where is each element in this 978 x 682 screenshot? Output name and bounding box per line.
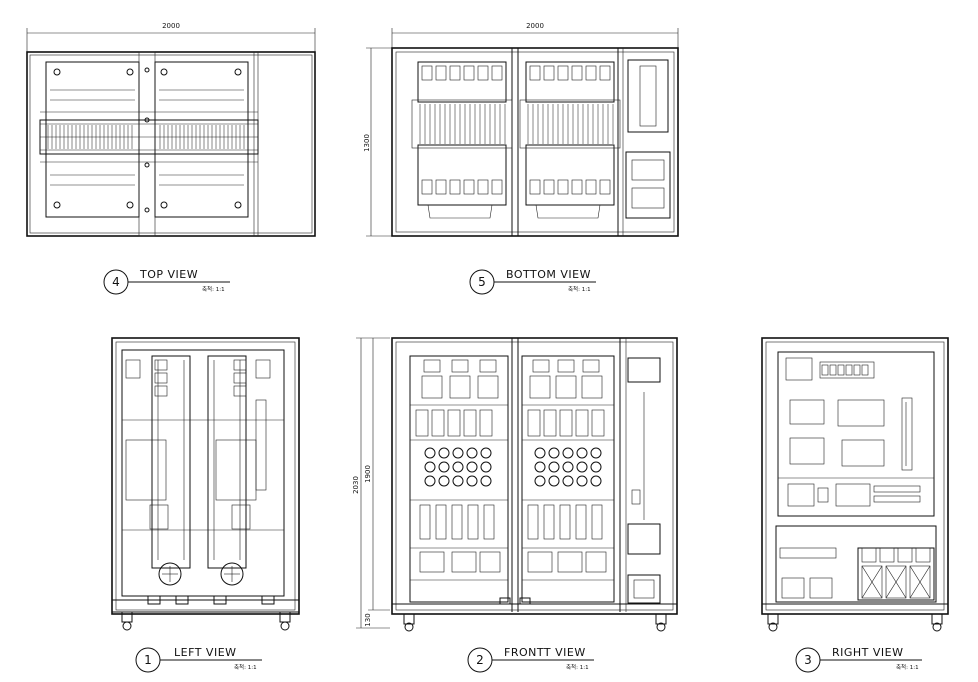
front-body-height-dimension: 1900 <box>364 465 372 483</box>
view-scale: 축척: 1:1 <box>568 285 591 293</box>
view-number: 3 <box>804 653 812 667</box>
label-right-view: 3 RIGHT VIEW 축척: 1:1 <box>795 646 922 673</box>
view-number: 5 <box>478 275 486 289</box>
right-view <box>761 337 949 632</box>
left-view <box>111 337 300 631</box>
front-total-height-dimension: 2030 <box>352 476 360 494</box>
bottom-depth-dimension: 1300 <box>363 134 371 152</box>
view-number: 2 <box>476 653 484 667</box>
view-title: TOP VIEW <box>139 268 198 281</box>
view-scale: 축척: 1:1 <box>566 663 589 671</box>
top-view: 2000 <box>26 22 316 237</box>
label-left-view: 1 LEFT VIEW 축척: 1:1 <box>135 646 262 673</box>
view-scale: 축척: 1:1 <box>202 285 225 293</box>
view-scale: 축척: 1:1 <box>234 663 257 671</box>
view-number: 1 <box>144 653 152 667</box>
front-view: 2030 1900 130 <box>352 337 678 632</box>
front-base-height-dimension: 130 <box>364 613 372 626</box>
view-title: LEFT VIEW <box>174 646 237 659</box>
label-bottom-view: 5 BOTTOM VIEW 축척: 1:1 <box>469 268 596 295</box>
bottom-view: 2000 1300 <box>363 22 679 237</box>
bottom-width-dimension: 2000 <box>526 22 544 30</box>
view-title: FRONTT VIEW <box>504 646 586 659</box>
view-number: 4 <box>112 275 120 289</box>
label-front-view: 2 FRONTT VIEW 축척: 1:1 <box>467 646 594 673</box>
label-top-view: 4 TOP VIEW 축척: 1:1 <box>103 268 230 295</box>
view-title: BOTTOM VIEW <box>506 268 591 281</box>
top-width-dimension: 2000 <box>162 22 180 30</box>
view-title: RIGHT VIEW <box>832 646 904 659</box>
view-scale: 축척: 1:1 <box>896 663 919 671</box>
